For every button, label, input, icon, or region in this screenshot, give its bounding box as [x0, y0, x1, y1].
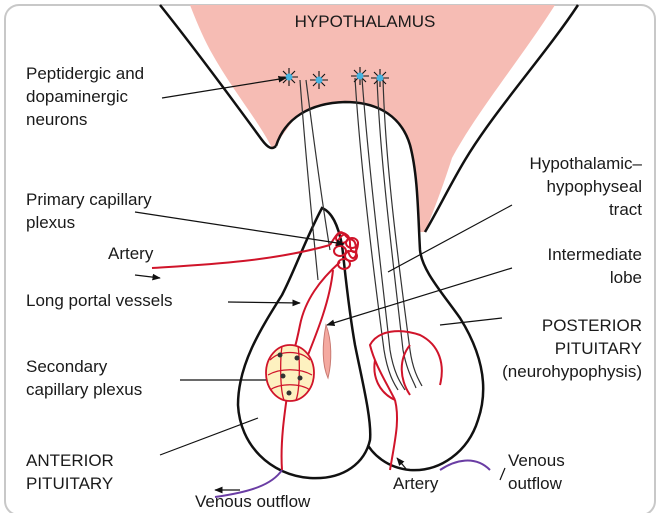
label-secondary-2: capillary plexus [26, 380, 142, 400]
label-long-portal: Long portal vessels [26, 291, 172, 311]
label-anterior-2: PITUITARY [26, 474, 113, 494]
label-intermediate-2: lobe [420, 268, 642, 288]
label-intermediate-1: Intermediate [420, 245, 642, 265]
label-peptidergic-1: Peptidergic and [26, 64, 144, 84]
label-posterior-3: (neurohypophysis) [420, 362, 642, 382]
label-tract-3: tract [420, 200, 642, 220]
label-primary-2: plexus [26, 213, 75, 233]
label-primary-1: Primary capillary [26, 190, 152, 210]
label-venous-right-2: outflow [508, 474, 562, 494]
label-venous-left: Venous outflow [195, 492, 310, 512]
label-venous-right-1: Venous [508, 451, 565, 471]
label-peptidergic-2: dopaminergic [26, 87, 128, 107]
label-tract-2: hypophyseal [420, 177, 642, 197]
label-posterior-2: PITUITARY [420, 339, 642, 359]
label-secondary-1: Secondary [26, 357, 107, 377]
label-anterior-1: ANTERIOR [26, 451, 114, 471]
hypothalamus-title: HYPOTHALAMUS [245, 12, 485, 32]
label-artery-left: Artery [108, 244, 153, 264]
label-peptidergic-3: neurons [26, 110, 87, 130]
label-artery-right: Artery [393, 474, 438, 494]
label-tract-1: Hypothalamic– [420, 154, 642, 174]
label-posterior-1: POSTERIOR [420, 316, 642, 336]
